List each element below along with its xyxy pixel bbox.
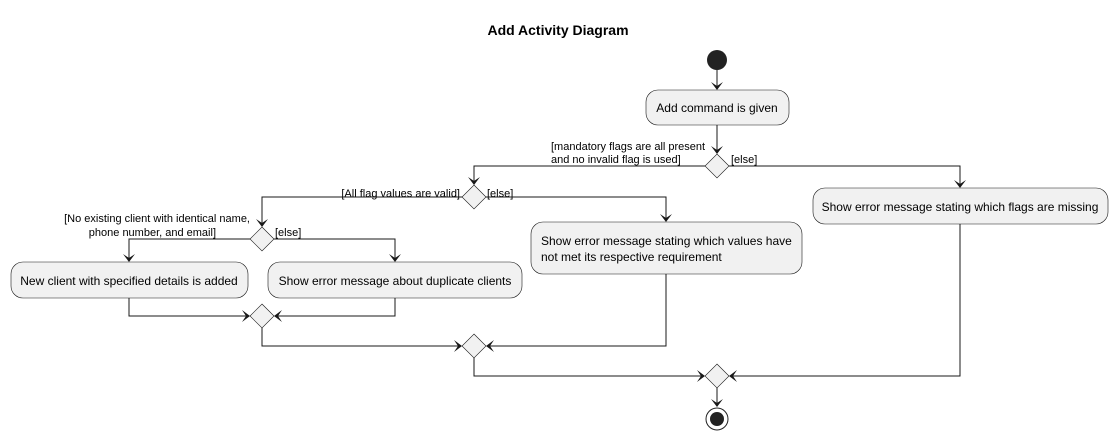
guard-values-valid: [All flag values are valid]: [341, 188, 460, 200]
arrowhead: [660, 214, 672, 222]
end-node: [705, 407, 729, 431]
decision-flags-check: [704, 153, 730, 179]
guard-no-duplicate-1: [No existing client with identical name,: [64, 213, 250, 225]
guard-flags-else: [else]: [731, 154, 757, 166]
edge-flags-else: [729, 165, 961, 186]
merge-values-branches: [461, 333, 487, 359]
edge-missing-flags-to-merge3: [731, 224, 961, 377]
diagram-title: Add Activity Diagram: [487, 22, 628, 38]
arrowhead: [256, 219, 268, 227]
arrowhead: [711, 399, 723, 407]
edge-flags-present: [473, 165, 705, 183]
arrowhead: [711, 146, 723, 154]
arrowhead: [711, 82, 723, 90]
arrowhead: [468, 177, 480, 185]
activity-error-duplicate-label: Show error message about duplicate clien…: [279, 274, 512, 288]
guard-duplicate-else: [else]: [275, 227, 301, 239]
guard-values-else: [else]: [487, 188, 513, 200]
merge-duplicate-branches: [249, 303, 275, 329]
edge-duplicate-to-merge: [276, 298, 396, 317]
arrowhead: [274, 310, 282, 322]
arrowhead: [123, 254, 135, 262]
edge-duplicate-else: [274, 238, 396, 260]
edge-error-values-to-merge2: [488, 274, 667, 347]
activity-error-invalid-values: [530, 221, 803, 275]
edge-values-else: [486, 196, 667, 220]
start-node: [707, 50, 727, 70]
edge-merge1-to-merge2: [261, 328, 460, 347]
activity-error-missing-flags-label: Show error message stating which flags a…: [822, 200, 1099, 214]
decision-values-valid: [461, 184, 487, 210]
edge-merge2-to-merge3: [473, 358, 703, 377]
merge-flags-branches: [704, 363, 730, 389]
arrowhead: [242, 310, 250, 322]
arrowhead: [954, 180, 966, 188]
activity-error-invalid-values-line1: Show error message stating which values …: [541, 234, 792, 248]
arrowhead: [389, 254, 401, 262]
activity-error-invalid-values-line2: not met its respective requirement: [541, 250, 722, 264]
arrowhead: [486, 340, 494, 352]
activity-add-command-label: Add command is given: [656, 101, 777, 115]
edge-new-client-to-merge: [128, 298, 248, 317]
arrowhead: [729, 370, 737, 382]
decision-duplicate-check: [249, 226, 275, 252]
guard-no-duplicate-2: phone number, and email]: [89, 227, 216, 239]
end-node-inner: [710, 412, 724, 426]
edge-no-duplicate: [128, 238, 250, 260]
guard-flags-present-2: and no invalid flag is used]: [551, 154, 681, 166]
arrowhead: [697, 370, 705, 382]
arrowhead: [454, 340, 462, 352]
edge-values-valid: [261, 196, 462, 225]
activity-new-client-label: New client with specified details is add…: [20, 274, 237, 288]
guard-flags-present-1: [mandatory flags are all present: [551, 141, 705, 153]
